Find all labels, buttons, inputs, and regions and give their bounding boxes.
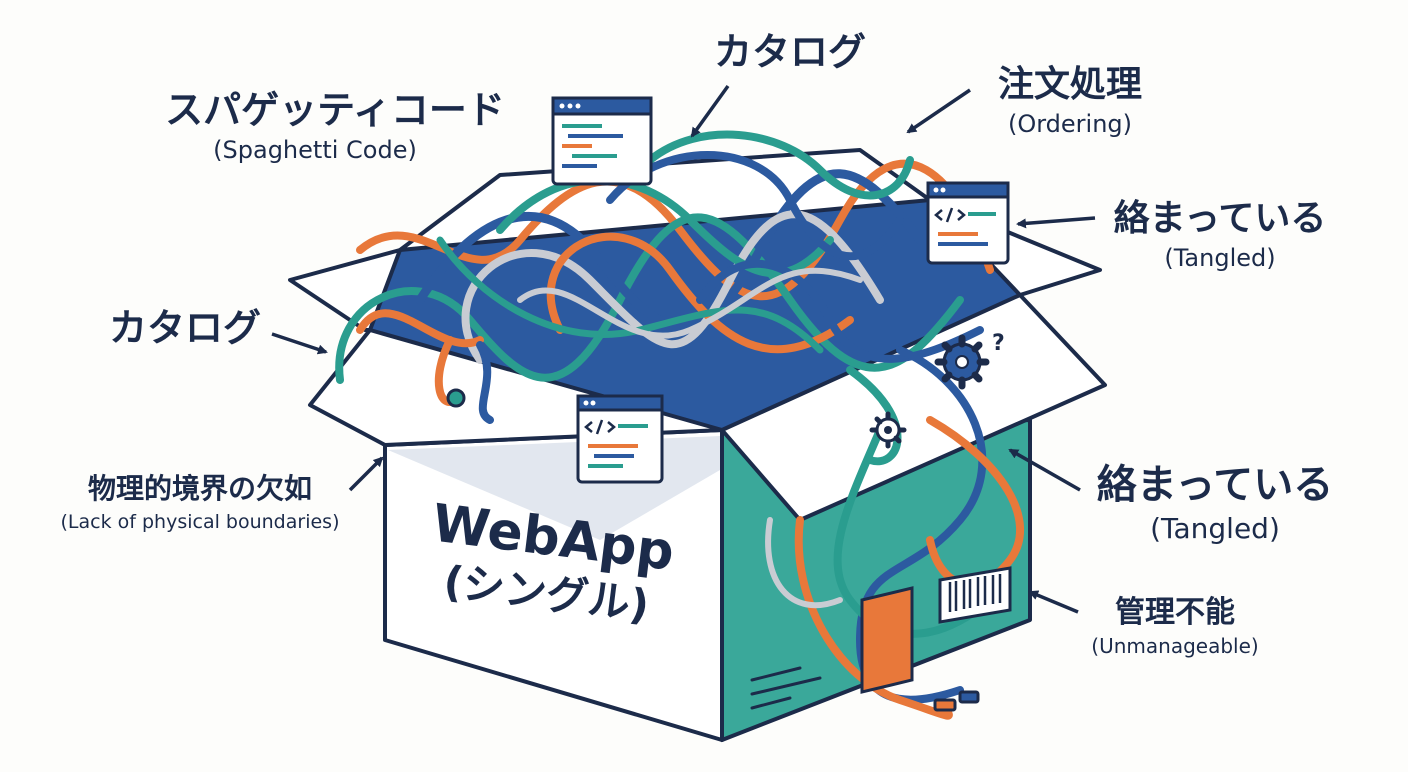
label-tangled-lower: 絡まっている (Tangled) [1085, 460, 1345, 548]
label-ordering-jp: 注文処理 [997, 64, 1142, 105]
label-spaghetti-jp: スパゲッティコード [165, 88, 505, 132]
cable-plug-icon [446, 388, 466, 408]
cable-plug-icon [933, 698, 957, 712]
label-catalog-top: カタログ [700, 28, 880, 76]
box-left-flap [288, 248, 402, 332]
code-window-icon [576, 394, 664, 484]
label-ordering-en: (Ordering) [1007, 110, 1133, 138]
label-tangled-lower-jp: 絡まっている [1096, 462, 1334, 508]
label-boundaries-jp: 物理的境界の欠如 [87, 472, 312, 505]
label-spaghetti-en: (Spaghetti Code) [213, 136, 417, 164]
label-ordering: 注文処理 (Ordering) [985, 62, 1155, 140]
label-catalog-left: カタログ [95, 304, 275, 352]
label-unmanageable: 管理不能 (Unmanageable) [1070, 594, 1280, 660]
question-mark-icon: ? [992, 331, 1005, 356]
gear-icon [934, 334, 990, 390]
box-side-lines [750, 666, 822, 710]
label-spaghetti-code: スパゲッティコード (Spaghetti Code) [140, 86, 530, 166]
label-tangled-upper-en: (Tangled) [1164, 244, 1276, 272]
barcode-icon [938, 566, 1012, 624]
arrow-icon [271, 84, 1096, 614]
label-boundaries-en: (Lack of physical boundaries) [60, 511, 340, 533]
code-window-icon [551, 96, 653, 186]
label-boundaries: 物理的境界の欠如 (Lack of physical boundaries) [30, 470, 370, 536]
gear-icon [869, 411, 907, 449]
label-catalog-left-jp: カタログ [108, 306, 261, 350]
label-tangled-upper-jp: 絡まっている [1113, 198, 1327, 239]
label-tangled-lower-en: (Tangled) [1150, 512, 1280, 545]
label-unmanageable-jp: 管理不能 [1115, 595, 1235, 630]
label-unmanageable-en: (Unmanageable) [1091, 634, 1259, 658]
cable-plug-icon [958, 690, 980, 704]
code-window-icon [926, 181, 1010, 265]
label-catalog-top-jp: カタログ [713, 30, 866, 74]
label-tangled-upper: 絡まっている (Tangled) [1100, 196, 1340, 274]
box-tag [860, 586, 914, 694]
